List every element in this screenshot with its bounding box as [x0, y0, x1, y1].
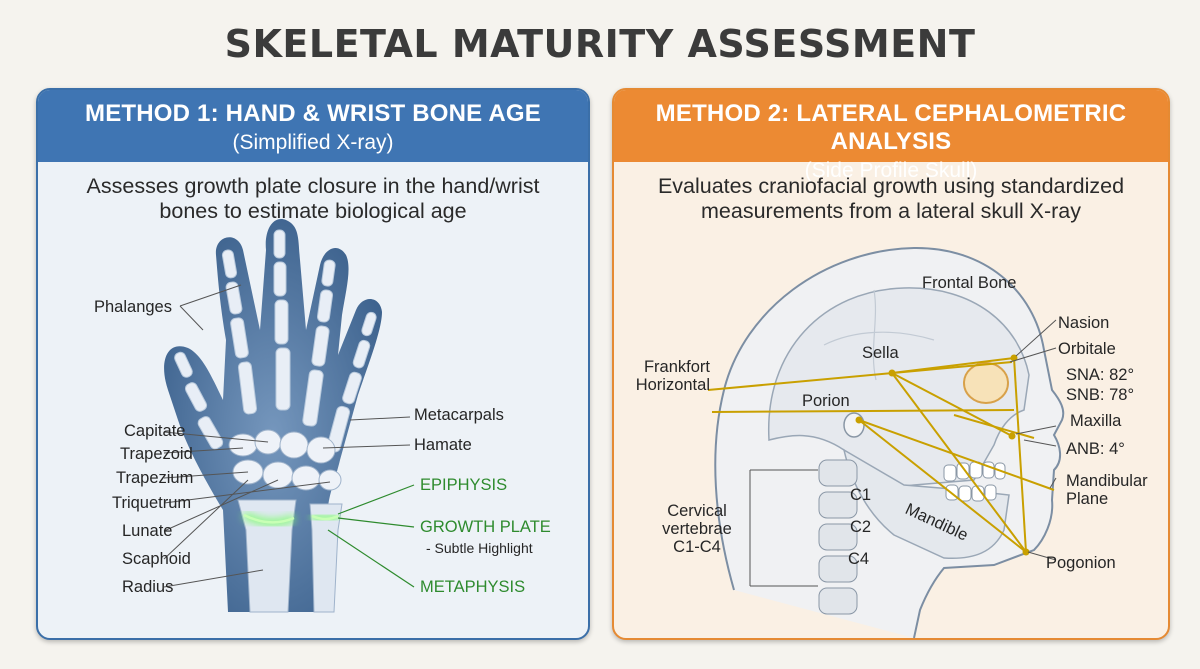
- method2-subtitle: (Side Profile Skull): [804, 159, 978, 182]
- page-title: SKELETAL MATURITY ASSESSMENT: [224, 22, 976, 66]
- label-pogonion: Pogonion: [1046, 554, 1116, 572]
- method2-description: Evaluates craniofacial growth using stan…: [657, 174, 1125, 223]
- skull-leader-lines: [749, 319, 1057, 587]
- label-triquetrum: Triquetrum: [112, 494, 192, 512]
- label-nasion: Nasion: [1058, 314, 1110, 332]
- label-porion: Porion: [802, 392, 850, 410]
- label-c2: C2: [850, 518, 872, 536]
- hand-leader-lines: [163, 284, 411, 588]
- label-metacarpals: Metacarpals: [414, 406, 504, 424]
- method1-description: Assesses growth plate closure in the han…: [86, 174, 540, 223]
- label-trapezium: Trapezium: [116, 469, 194, 487]
- label-cervical: Cervical vertebrae C1-C4: [662, 502, 732, 556]
- label-hamate: Hamate: [414, 436, 472, 454]
- landmark-points: [855, 354, 1030, 556]
- skull-xray-illustration: [707, 246, 1065, 638]
- finger-bones: [174, 229, 377, 453]
- method1-title: METHOD 1: HAND & WRIST BONE AGE: [85, 100, 541, 127]
- label-lunate: Lunate: [122, 522, 173, 540]
- label-metaphysis: METAPHYSIS: [420, 578, 526, 596]
- label-growth-plate-note: - Subtle Highlight: [426, 540, 533, 556]
- forearm-bones: [237, 499, 343, 613]
- ear-porion: [843, 412, 865, 438]
- method1-subtitle: (Simplified X-ray): [232, 131, 394, 154]
- label-scaphoid: Scaphoid: [122, 550, 191, 568]
- label-sella: Sella: [862, 344, 899, 362]
- label-growth-plate: GROWTH PLATE: [420, 518, 551, 536]
- label-mandibular-plane: Mandibular Plane: [1066, 472, 1148, 508]
- cephalometric-lines: [707, 357, 1055, 553]
- teeth: [943, 461, 1006, 502]
- label-c4: C4: [848, 550, 870, 568]
- label-anb: ANB: 4°: [1066, 440, 1125, 458]
- method2-header: METHOD 2: LATERAL CEPHALOMETRIC ANALYSIS…: [614, 90, 1168, 182]
- label-sna: SNA: 82°: [1066, 366, 1135, 384]
- label-capitate: Capitate: [124, 422, 186, 440]
- cervical-vertebrae: [818, 459, 858, 615]
- orbit-shape: [963, 362, 1009, 404]
- label-orbitale: Orbitale: [1058, 340, 1116, 358]
- mandible-bone: [842, 448, 1010, 560]
- growth-plate-highlight: [242, 511, 340, 526]
- label-maxilla: Maxilla: [1070, 412, 1122, 430]
- label-phalanges: Phalanges: [94, 298, 172, 316]
- method2-title: METHOD 2: LATERAL CEPHALOMETRIC ANALYSIS: [655, 100, 1127, 155]
- label-frankfort: Frankfort Horizontal: [635, 358, 710, 394]
- method1-header: METHOD 1: HAND & WRIST BONE AGE (Simplif…: [38, 90, 588, 162]
- label-c1: C1: [850, 486, 872, 504]
- label-trapezoid: Trapezoid: [120, 445, 193, 463]
- label-snb: SNB: 78°: [1066, 386, 1135, 404]
- label-radius: Radius: [122, 578, 174, 596]
- label-frontal-bone: Frontal Bone: [922, 274, 1017, 292]
- hand-green-leaders: [327, 484, 415, 588]
- label-epiphysis: EPIPHYSIS: [420, 476, 508, 494]
- hand-xray-illustration: [163, 219, 415, 613]
- method1-panel: METHOD 1: HAND & WRIST BONE AGE (Simplif…: [36, 88, 590, 640]
- method2-panel: METHOD 2: LATERAL CEPHALOMETRIC ANALYSIS…: [612, 88, 1170, 640]
